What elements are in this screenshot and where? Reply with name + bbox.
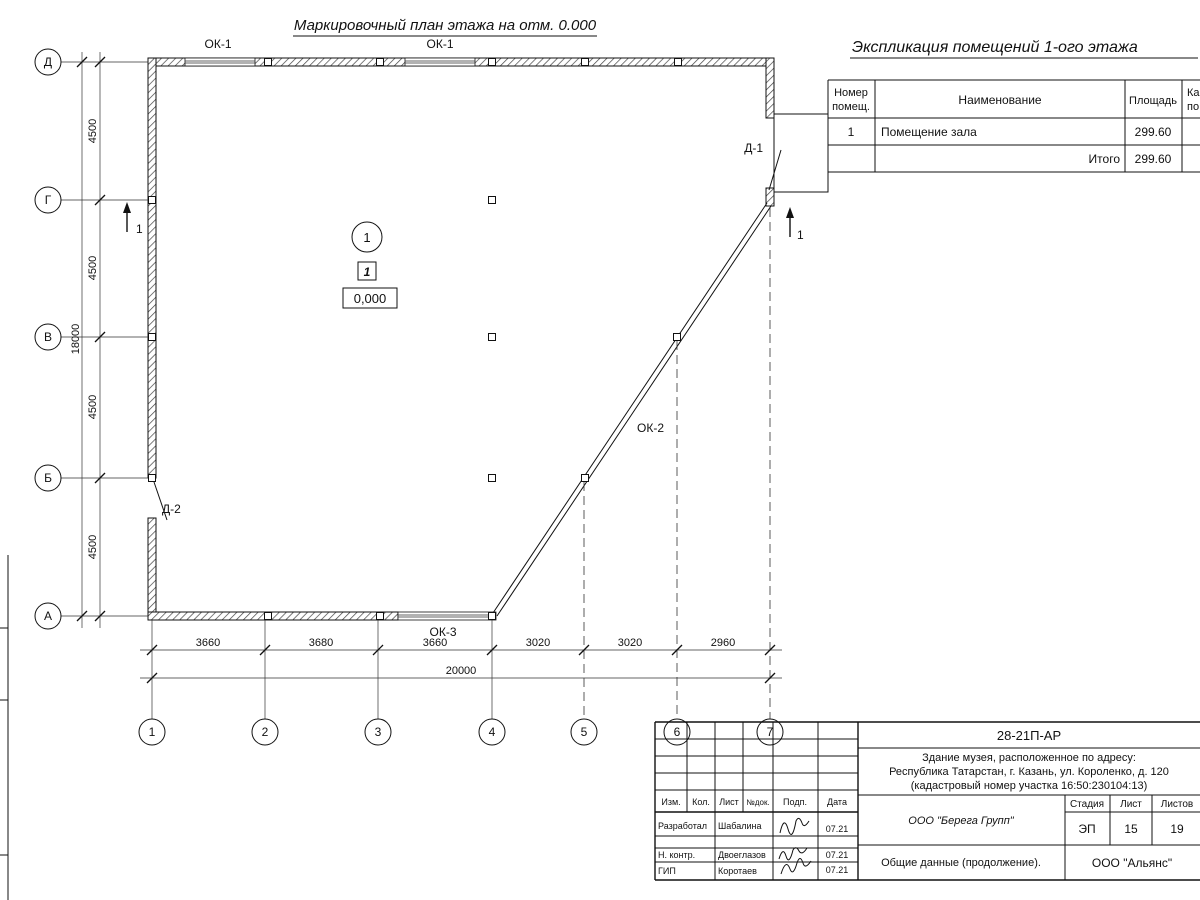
signature-3 xyxy=(780,858,812,875)
label-ok2: ОК-2 xyxy=(637,421,664,435)
axis-label-g: Г xyxy=(45,193,52,207)
stage-label: Стадия xyxy=(1070,799,1104,810)
row1-role: Разработал xyxy=(658,821,707,831)
dim-3660-a: 3660 xyxy=(196,637,220,649)
col-number-line2: помещ. xyxy=(832,101,870,113)
dim-3660-b: 3660 xyxy=(423,637,447,649)
window-ok2-diagonal-wall xyxy=(492,202,772,617)
label-ok1-right: ОК-1 xyxy=(427,37,454,51)
column-markers xyxy=(148,58,682,620)
row3-name: Коротаев xyxy=(718,866,757,876)
section-label-right: 1 xyxy=(797,228,804,242)
axis-label-7: 7 xyxy=(767,725,774,739)
label-ok1-left: ОК-1 xyxy=(205,37,232,51)
dim-total-18000: 18000 xyxy=(70,324,82,355)
plan-title: Маркировочный план этажа на отм. 0.000 xyxy=(294,17,597,34)
col-name: Наименование xyxy=(958,93,1042,107)
row2-name: Двоеглазов xyxy=(718,850,766,860)
axis-label-d: Д xyxy=(44,55,52,69)
label-d2: Д-2 xyxy=(162,502,181,516)
axis-lines xyxy=(61,61,771,719)
axis-label-v: В xyxy=(44,330,52,344)
sheet-value: 15 xyxy=(1124,822,1138,836)
col-izm: Изм. xyxy=(661,797,680,807)
row2-role: Н. контр. xyxy=(658,850,695,860)
total-area: 299.60 xyxy=(1135,152,1172,166)
stage-value: ЭП xyxy=(1078,822,1095,836)
address-line1: Здание музея, расположенное по адресу: xyxy=(922,752,1136,764)
sheet-frame-marks xyxy=(0,555,9,900)
col-ndok: №док. xyxy=(746,798,769,807)
axis-label-1: 1 xyxy=(149,725,156,739)
dim-4500-d: 4500 xyxy=(87,535,99,559)
door-d2-leaf xyxy=(153,481,168,521)
axis-label-5: 5 xyxy=(581,725,588,739)
signature-1 xyxy=(779,817,810,835)
total-label: Итого xyxy=(1089,152,1121,166)
col-category-line2: по xyxy=(1187,101,1199,113)
axis-bubbles-left: Д Г В Б А xyxy=(34,48,62,630)
col-area: Площадь xyxy=(1129,95,1177,107)
col-number-line1: Номер xyxy=(834,87,868,99)
col-kol: Кол. xyxy=(692,797,710,807)
section-label-left: 1 xyxy=(136,222,143,236)
label-d1: Д-1 xyxy=(744,141,763,155)
explication-title: Экспликация помещений 1-ого этажа xyxy=(852,39,1138,56)
dim-3020-a: 3020 xyxy=(526,637,550,649)
room-type: 1 xyxy=(364,265,371,279)
row1-date: 07.21 xyxy=(826,824,849,834)
window-ok1-right xyxy=(404,57,476,67)
title-block: Изм. Кол. Лист №док. Подп. Дата Разработ… xyxy=(654,721,1200,881)
dimension-chain-left: 4500 4500 4500 4500 18000 xyxy=(70,52,106,628)
company2-name: ООО "Альянс" xyxy=(1092,856,1172,870)
row1-area: 299.60 xyxy=(1135,125,1172,139)
axis-label-4: 4 xyxy=(489,725,496,739)
sheet-label: Лист xyxy=(1120,799,1142,810)
dim-3020-b: 3020 xyxy=(618,637,642,649)
row1-name: Помещение зала xyxy=(881,125,977,139)
col-data: Дата xyxy=(827,797,847,807)
dim-3680: 3680 xyxy=(309,637,333,649)
col-podp: Подп. xyxy=(783,797,807,807)
label-ok3: ОК-3 xyxy=(430,625,457,639)
row1-name: Шабалина xyxy=(718,821,761,831)
row1-number: 1 xyxy=(848,125,855,139)
door-d1-leaf xyxy=(768,149,782,191)
row3-role: ГИП xyxy=(658,866,676,876)
room-number: 1 xyxy=(363,230,370,245)
sheets-value: 19 xyxy=(1170,822,1184,836)
col-list: Лист xyxy=(719,797,739,807)
explication-table: Экспликация помещений 1-ого этажа Номер … xyxy=(827,39,1200,173)
axis-label-6: 6 xyxy=(674,725,681,739)
room-marker: 1 1 0,000 xyxy=(342,221,398,309)
company-name: ООО "Берега Групп" xyxy=(908,815,1014,827)
window-ok1-left xyxy=(184,57,256,67)
doc-number: 28-21П-АР xyxy=(997,728,1061,743)
axis-label-b: Б xyxy=(44,471,52,485)
doc-subtitle: Общие данные (продолжение). xyxy=(881,857,1041,869)
window-ok3 xyxy=(397,611,497,621)
axis-bubbles-bottom: 1 2 3 4 5 6 7 xyxy=(138,718,784,746)
dimension-chain-bottom: 3660 3680 3660 3020 3020 2960 20000 xyxy=(140,637,782,684)
section-mark-right: 1 xyxy=(786,207,804,242)
section-mark-left: 1 xyxy=(123,202,143,236)
row2-date: 07.21 xyxy=(826,850,849,860)
axis-label-2: 2 xyxy=(262,725,269,739)
signature-2 xyxy=(778,847,808,861)
dim-2960: 2960 xyxy=(711,637,735,649)
elevation-mark: 0,000 xyxy=(354,291,387,306)
axis-label-a: А xyxy=(44,609,52,623)
dim-4500-b: 4500 xyxy=(87,256,99,280)
door-d1-vestibule xyxy=(768,113,829,193)
dim-4500-a: 4500 xyxy=(87,119,99,143)
dim-total-20000: 20000 xyxy=(446,665,477,677)
col-category-line1: Ка xyxy=(1187,87,1200,99)
address-line2: Республика Татарстан, г. Казань, ул. Кор… xyxy=(889,766,1169,778)
dim-4500-c: 4500 xyxy=(87,395,99,419)
sheets-label: Листов xyxy=(1161,799,1194,810)
address-line3: (кадастровый номер участка 16:50:230104:… xyxy=(911,780,1148,792)
axis-label-3: 3 xyxy=(375,725,382,739)
row3-date: 07.21 xyxy=(826,865,849,875)
